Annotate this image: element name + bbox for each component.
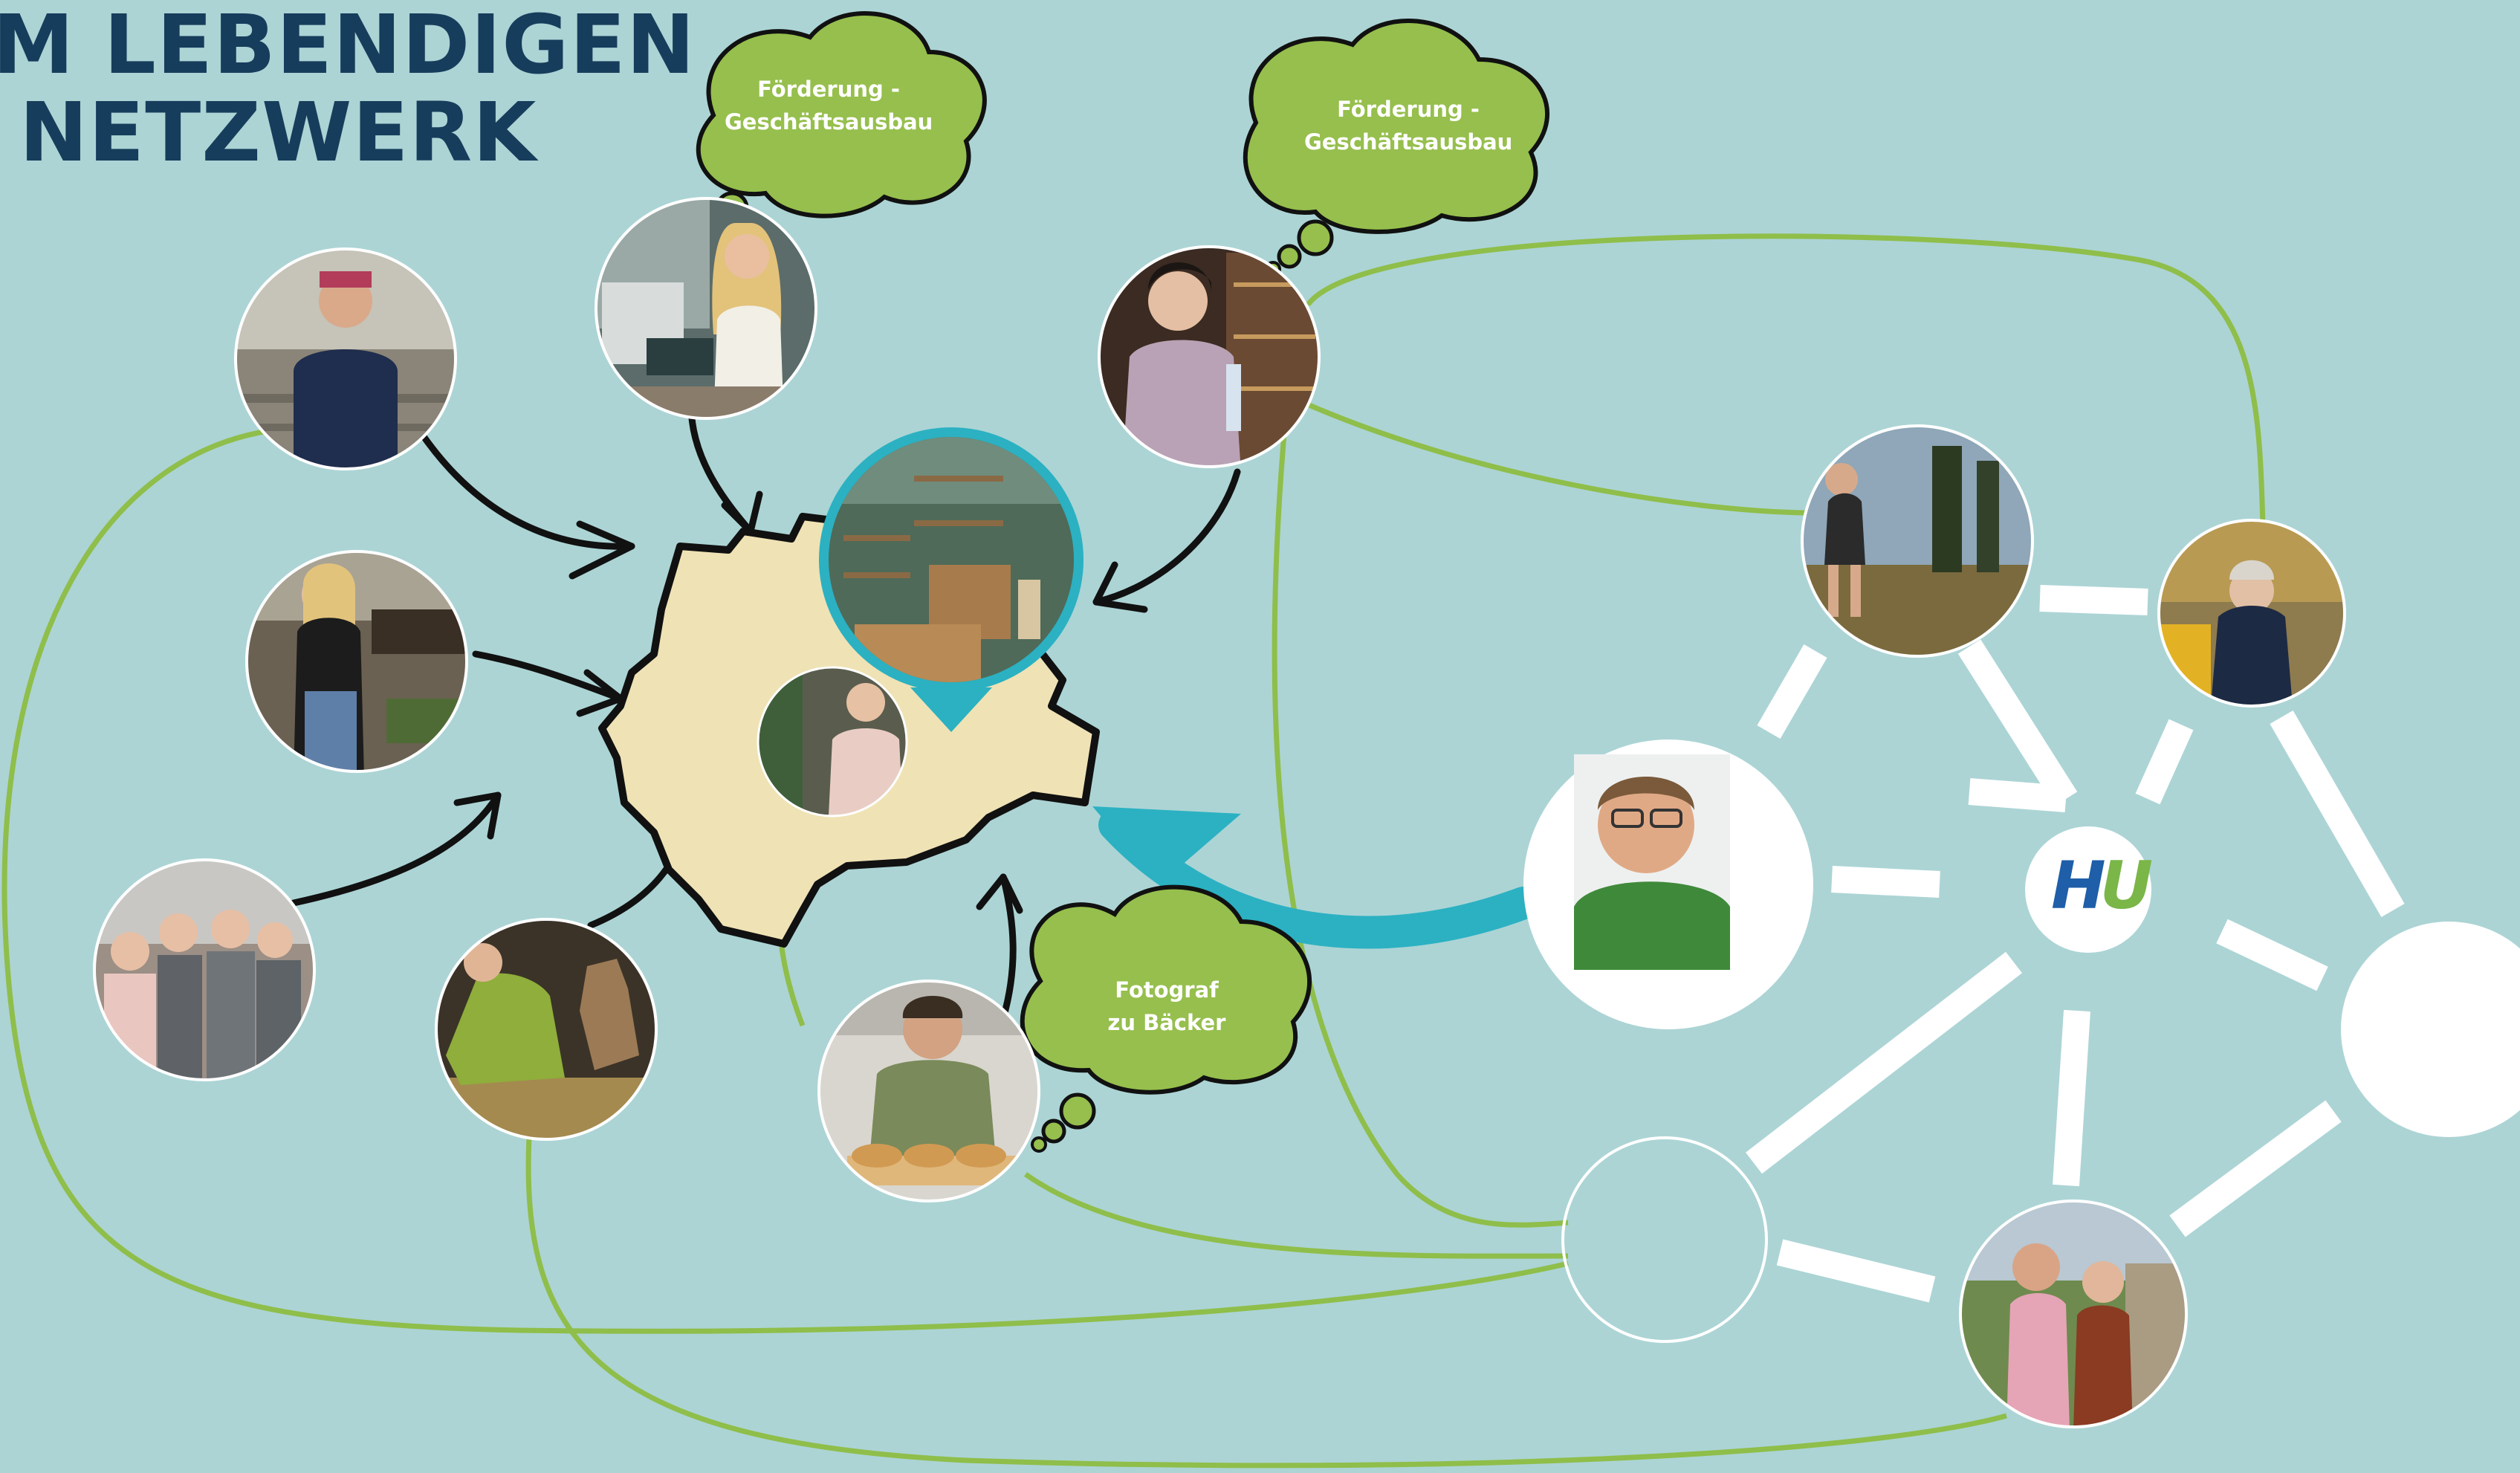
hofladen-woman-photo	[245, 550, 468, 773]
title-line-1: M LEBENDIGEN	[0, 0, 696, 92]
teal-arrow	[1092, 806, 1540, 949]
family-group-photo	[93, 858, 316, 1081]
baker-photo	[817, 980, 1040, 1202]
center-woman-photo	[757, 666, 908, 818]
white-network-links	[1746, 585, 2405, 1303]
bubble-2-line-2: Geschäftsausbau	[1304, 129, 1513, 155]
bubble-1-line-2: Geschäftsausbau	[725, 109, 933, 135]
hu-logo-u: U	[2099, 847, 2154, 924]
couple-vineyard-photo	[1959, 1200, 2188, 1428]
green-connector-lines	[1, 233, 2266, 1469]
arrow	[1000, 873, 1017, 1022]
hu-logo-h: H	[2051, 847, 2106, 924]
arrow	[1092, 468, 1241, 606]
arrow	[290, 791, 502, 907]
thought-bubble-3	[1020, 884, 1312, 1153]
arrow	[416, 427, 635, 550]
seated-woman-photo	[2157, 519, 2346, 708]
goat-farmer-photo	[435, 918, 658, 1141]
bubble-2-line-1: Förderung -	[1337, 97, 1480, 122]
bubble-3-line-2: zu Bäcker	[1107, 1010, 1226, 1035]
connector-line	[525, 1136, 2007, 1469]
arrow	[472, 650, 624, 702]
connector-line	[1306, 233, 2266, 525]
hu-logo: HU	[2051, 847, 2154, 924]
bubble-1-line-1: Förderung -	[757, 77, 900, 102]
title-line-2: NETZWERK	[19, 85, 537, 180]
connector-line	[1, 428, 1569, 1334]
arrow	[453, 791, 502, 840]
couple-bench-photo	[1561, 1136, 1768, 1343]
main-man-portrait	[1523, 739, 1813, 1029]
bubble-3-line-1: Fotograf	[1115, 977, 1219, 1003]
arrow	[721, 491, 763, 535]
shop-location-pin	[819, 427, 1084, 732]
bubble-3-text: Fotograf zu Bäcker	[1074, 974, 1260, 1039]
arrow	[1092, 561, 1148, 613]
black-arrows	[290, 401, 1241, 1022]
bubble-1-text: Förderung - Geschäftsausbau	[725, 73, 933, 138]
wine-shop-owner-photo	[1098, 245, 1321, 468]
connector-line	[1299, 398, 1814, 516]
empty-network-node	[2341, 922, 2520, 1137]
hu-logo-circle	[2025, 826, 2151, 953]
bubble-2-text: Förderung - Geschäftsausbau	[1304, 93, 1512, 158]
arrow	[976, 873, 1023, 914]
thought-bubble-2	[1243, 18, 1550, 277]
arrow	[687, 401, 754, 535]
arrow	[569, 520, 635, 580]
connector-line	[1272, 415, 1569, 1228]
connector-line	[1023, 1172, 1569, 1259]
runner-photo	[1801, 424, 2034, 658]
shop-owner-blonde-photo	[595, 197, 817, 420]
